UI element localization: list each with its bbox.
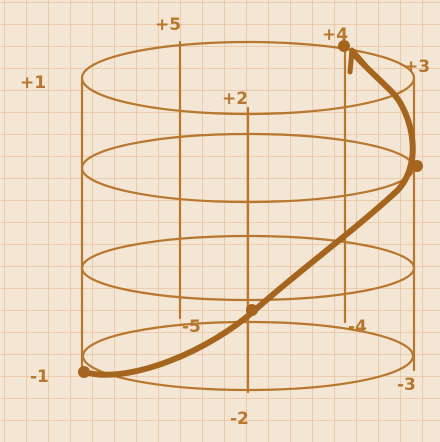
label-inner-mid: +2	[222, 89, 248, 109]
label-top-right-edge: +3	[404, 57, 430, 77]
label-top-mid: +5	[155, 15, 181, 35]
dot-middle	[246, 304, 258, 316]
label-top-left: +1	[20, 73, 46, 93]
label-inner-right: -4	[348, 317, 367, 337]
label-bottom-mid: -2	[230, 409, 249, 429]
label-bottom-right: -3	[397, 375, 416, 395]
label-inner-left: -5	[182, 317, 201, 337]
dot-right	[411, 160, 423, 172]
label-bottom-left: -1	[30, 367, 49, 387]
dot-start	[78, 366, 90, 378]
label-top-right-front: +4	[322, 25, 348, 45]
